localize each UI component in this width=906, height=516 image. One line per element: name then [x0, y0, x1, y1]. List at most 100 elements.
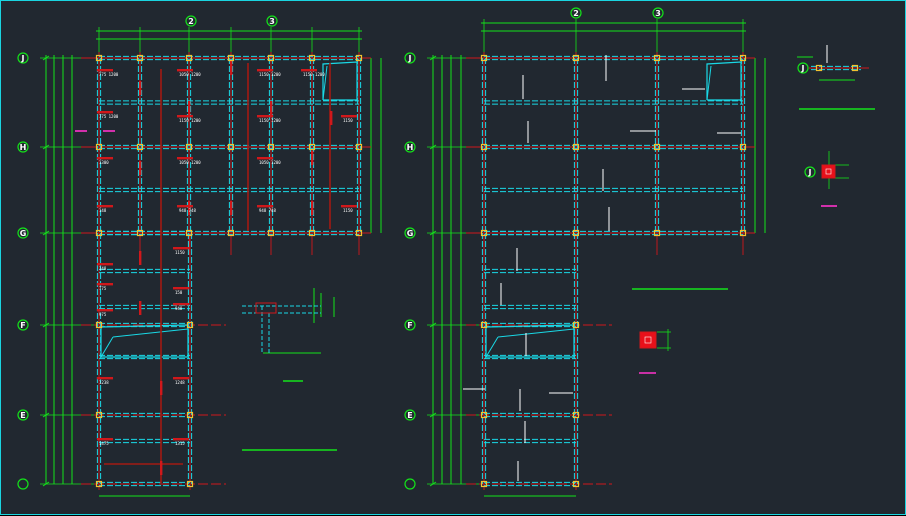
right-axis-F-icon — [404, 319, 416, 331]
right-column — [653, 54, 661, 62]
right-dim-slash — [429, 481, 437, 487]
beam-tag-label: 148 — [99, 208, 107, 213]
beam-tag-label: 1315 — [175, 441, 185, 446]
beam-tag-label: 975 — [99, 312, 107, 317]
right-stair-upper-diag — [706, 65, 712, 101]
right-column — [480, 143, 488, 151]
beam-tag-bar — [173, 377, 189, 380]
beam-tag-vertical — [188, 101, 191, 115]
beam-tag-bar — [97, 309, 113, 312]
right-column — [480, 229, 488, 237]
left-axis-G-label: G — [20, 229, 27, 238]
detail-top-column-2 — [851, 64, 859, 72]
beam-tag-label: 1150 — [175, 250, 185, 255]
left-column — [95, 143, 103, 151]
beam-tag-vertical — [188, 201, 191, 215]
left-axis-2-label: 2 — [188, 17, 194, 26]
beam-tag-bar — [97, 377, 113, 380]
left-column — [186, 411, 194, 419]
left-column — [355, 54, 363, 62]
right-column — [572, 480, 580, 488]
right-axis-G-icon — [404, 227, 416, 239]
beam-tag-vertical — [230, 201, 233, 215]
left-stair-lower — [100, 324, 189, 358]
left-stair-upper — [322, 61, 358, 101]
beam-tag-label: 1475 — [99, 441, 109, 446]
left-stair-lower-diag — [100, 336, 114, 358]
beam-tag-vertical — [311, 151, 314, 165]
right-axis-G-label: G — [407, 229, 414, 238]
beam-tag-vertical — [139, 301, 142, 315]
beam-tag-label: 1050 1200 — [179, 160, 201, 165]
detail-top-column — [815, 64, 823, 72]
left-dim-slash — [42, 55, 50, 61]
left-column — [308, 143, 316, 151]
left-column — [185, 229, 193, 237]
right-dim-slash — [429, 322, 437, 328]
right-stair-upper — [706, 61, 742, 101]
beam-tag-vertical — [330, 111, 333, 125]
beam-tag-bar — [177, 157, 193, 160]
beam-tag-vertical — [139, 161, 142, 175]
right-column — [739, 54, 747, 62]
beam-tag-label: 948 748 — [259, 208, 276, 213]
right-column — [480, 321, 488, 329]
beam-tag-label: 150 — [175, 290, 183, 295]
right-axis-H-icon — [404, 141, 416, 153]
left-column — [227, 143, 235, 151]
right-axis-3-label: 3 — [655, 9, 661, 18]
left-axis-E-label: E — [20, 411, 25, 420]
right-dim-slash — [429, 412, 437, 418]
right-axis-end-icon — [404, 478, 416, 490]
beam-tag-bar — [177, 115, 193, 118]
beam-tag-bar — [97, 283, 113, 286]
right-column — [739, 229, 747, 237]
left-stair-lower-top — [112, 328, 189, 338]
left-column — [136, 143, 144, 151]
beam-tag-label: 148 — [99, 266, 107, 271]
left-column — [185, 143, 193, 151]
beam-layer — [96, 55, 861, 487]
left-column — [227, 54, 235, 62]
beam-tag-bar — [341, 115, 357, 118]
beam-tag-bar — [257, 69, 273, 72]
detail-col-core — [825, 168, 832, 175]
right-col-detail-core — [644, 336, 652, 344]
beam-tag-vertical — [160, 461, 163, 475]
right-axis-J-label: J — [408, 54, 412, 63]
beam-tag-label: 1248 — [175, 380, 185, 385]
right-axis-2-label: 2 — [573, 9, 579, 18]
beam-tag-bar — [173, 247, 189, 250]
beam-tag-vertical — [230, 61, 233, 75]
left-column — [355, 229, 363, 237]
right-column — [739, 143, 747, 151]
beam-tag-vertical — [139, 81, 142, 95]
detail-col-axis-label: J — [808, 168, 812, 177]
left-column — [136, 229, 144, 237]
left-column — [355, 143, 363, 151]
beam-tag-bar — [257, 157, 273, 160]
left-axis-H-label: H — [20, 143, 27, 152]
beam-tag-bar — [301, 69, 317, 72]
beam-tag-label: 1150 1200 — [303, 72, 325, 77]
beam-tag-bar — [97, 111, 113, 114]
left-column — [186, 321, 194, 329]
right-stair-lower-diag — [485, 336, 499, 358]
dimension-layer — [40, 19, 875, 497]
left-dim-slash — [42, 481, 50, 487]
left-column — [267, 143, 275, 151]
beam-tag-label: 1050 1200 — [179, 72, 201, 77]
left-axis-H-icon — [17, 141, 29, 153]
beam-tag-bar — [173, 438, 189, 441]
right-column — [572, 229, 580, 237]
beam-tag-bar — [97, 157, 113, 160]
detail-top-axis-label: J — [801, 64, 805, 73]
right-column — [653, 143, 661, 151]
right-axis-E-label: E — [407, 411, 412, 420]
beam-tag-label: 1150 1200 — [259, 118, 281, 123]
right-column — [572, 411, 580, 419]
beam-tag-vertical — [139, 251, 142, 265]
